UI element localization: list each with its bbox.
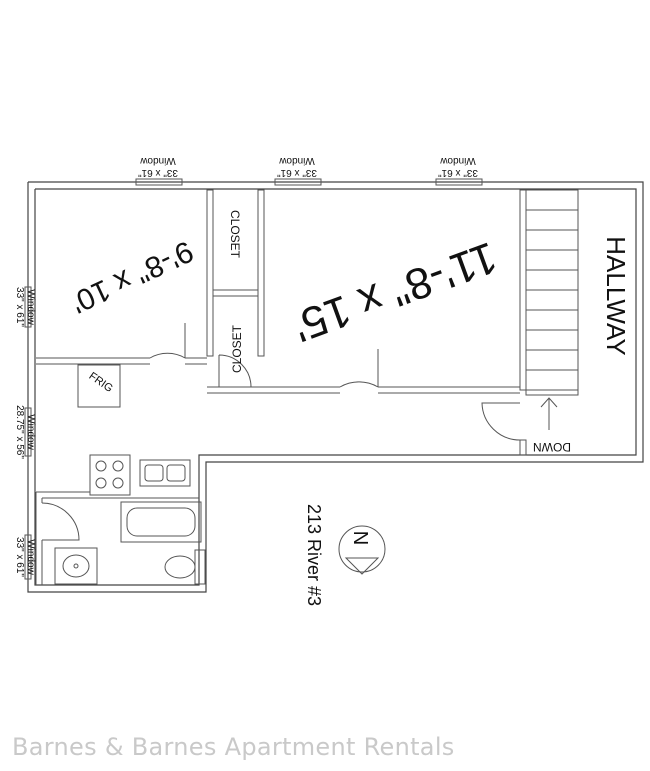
window-top-1-label: Window 33" x 61"	[138, 155, 178, 178]
svg-text:Window: Window	[25, 289, 36, 325]
living-room-dimensions: 11'-8" x 15'	[287, 232, 504, 351]
svg-text:Window: Window	[25, 539, 36, 575]
svg-text:33" x 61": 33" x 61"	[277, 167, 317, 178]
window-top-2-label: Window 33" x 61"	[277, 155, 317, 178]
bedroom-dimensions: 9'-8" x 10'	[66, 234, 198, 319]
doors	[41, 323, 521, 541]
bathroom-sink	[54, 547, 98, 585]
svg-text:28.75" x 56": 28.75" x 56"	[14, 405, 25, 459]
svg-text:Window: Window	[139, 155, 175, 166]
window-top-3-label: Window 33" x 61"	[438, 155, 478, 178]
svg-text:Window: Window	[25, 414, 36, 450]
svg-text:33" x 61": 33" x 61"	[14, 287, 25, 327]
compass: N	[338, 525, 386, 575]
stair-treads	[526, 209, 578, 391]
compass-north-label: N	[349, 531, 371, 545]
stairs	[525, 189, 579, 396]
outer-walls	[27, 181, 644, 593]
address-label: 213 River #3	[304, 504, 324, 606]
svg-text:Window: Window	[278, 155, 314, 166]
svg-text:33" x 61": 33" x 61"	[14, 537, 25, 577]
window-left-1-label: 33" x 61" Window	[14, 287, 36, 327]
svg-text:Window: Window	[439, 155, 475, 166]
window-left-2-label: 28.75" x 56" Window	[14, 405, 36, 459]
kitchen-sink	[139, 459, 191, 487]
watermark: Barnes & Barnes Apartment Rentals	[12, 733, 455, 761]
fridge	[77, 364, 121, 408]
frig-label: FRIG	[87, 370, 115, 395]
bathtub	[120, 501, 202, 543]
closet-1-label: CLOSET	[228, 210, 242, 259]
window-markers	[24, 178, 483, 580]
interior-walls	[35, 189, 527, 585]
svg-text:33" x 61": 33" x 61"	[438, 167, 478, 178]
stove	[89, 454, 131, 496]
toilet	[164, 549, 206, 585]
svg-text:33" x 61": 33" x 61"	[138, 167, 178, 178]
stairs-arrow	[540, 397, 558, 430]
hallway-label: HALLWAY	[601, 236, 631, 355]
stairs-down-label: DOWN	[533, 440, 571, 454]
closet-2-label: CLOSET	[230, 324, 244, 373]
window-left-3-label: 33" x 61" Window	[14, 537, 36, 577]
